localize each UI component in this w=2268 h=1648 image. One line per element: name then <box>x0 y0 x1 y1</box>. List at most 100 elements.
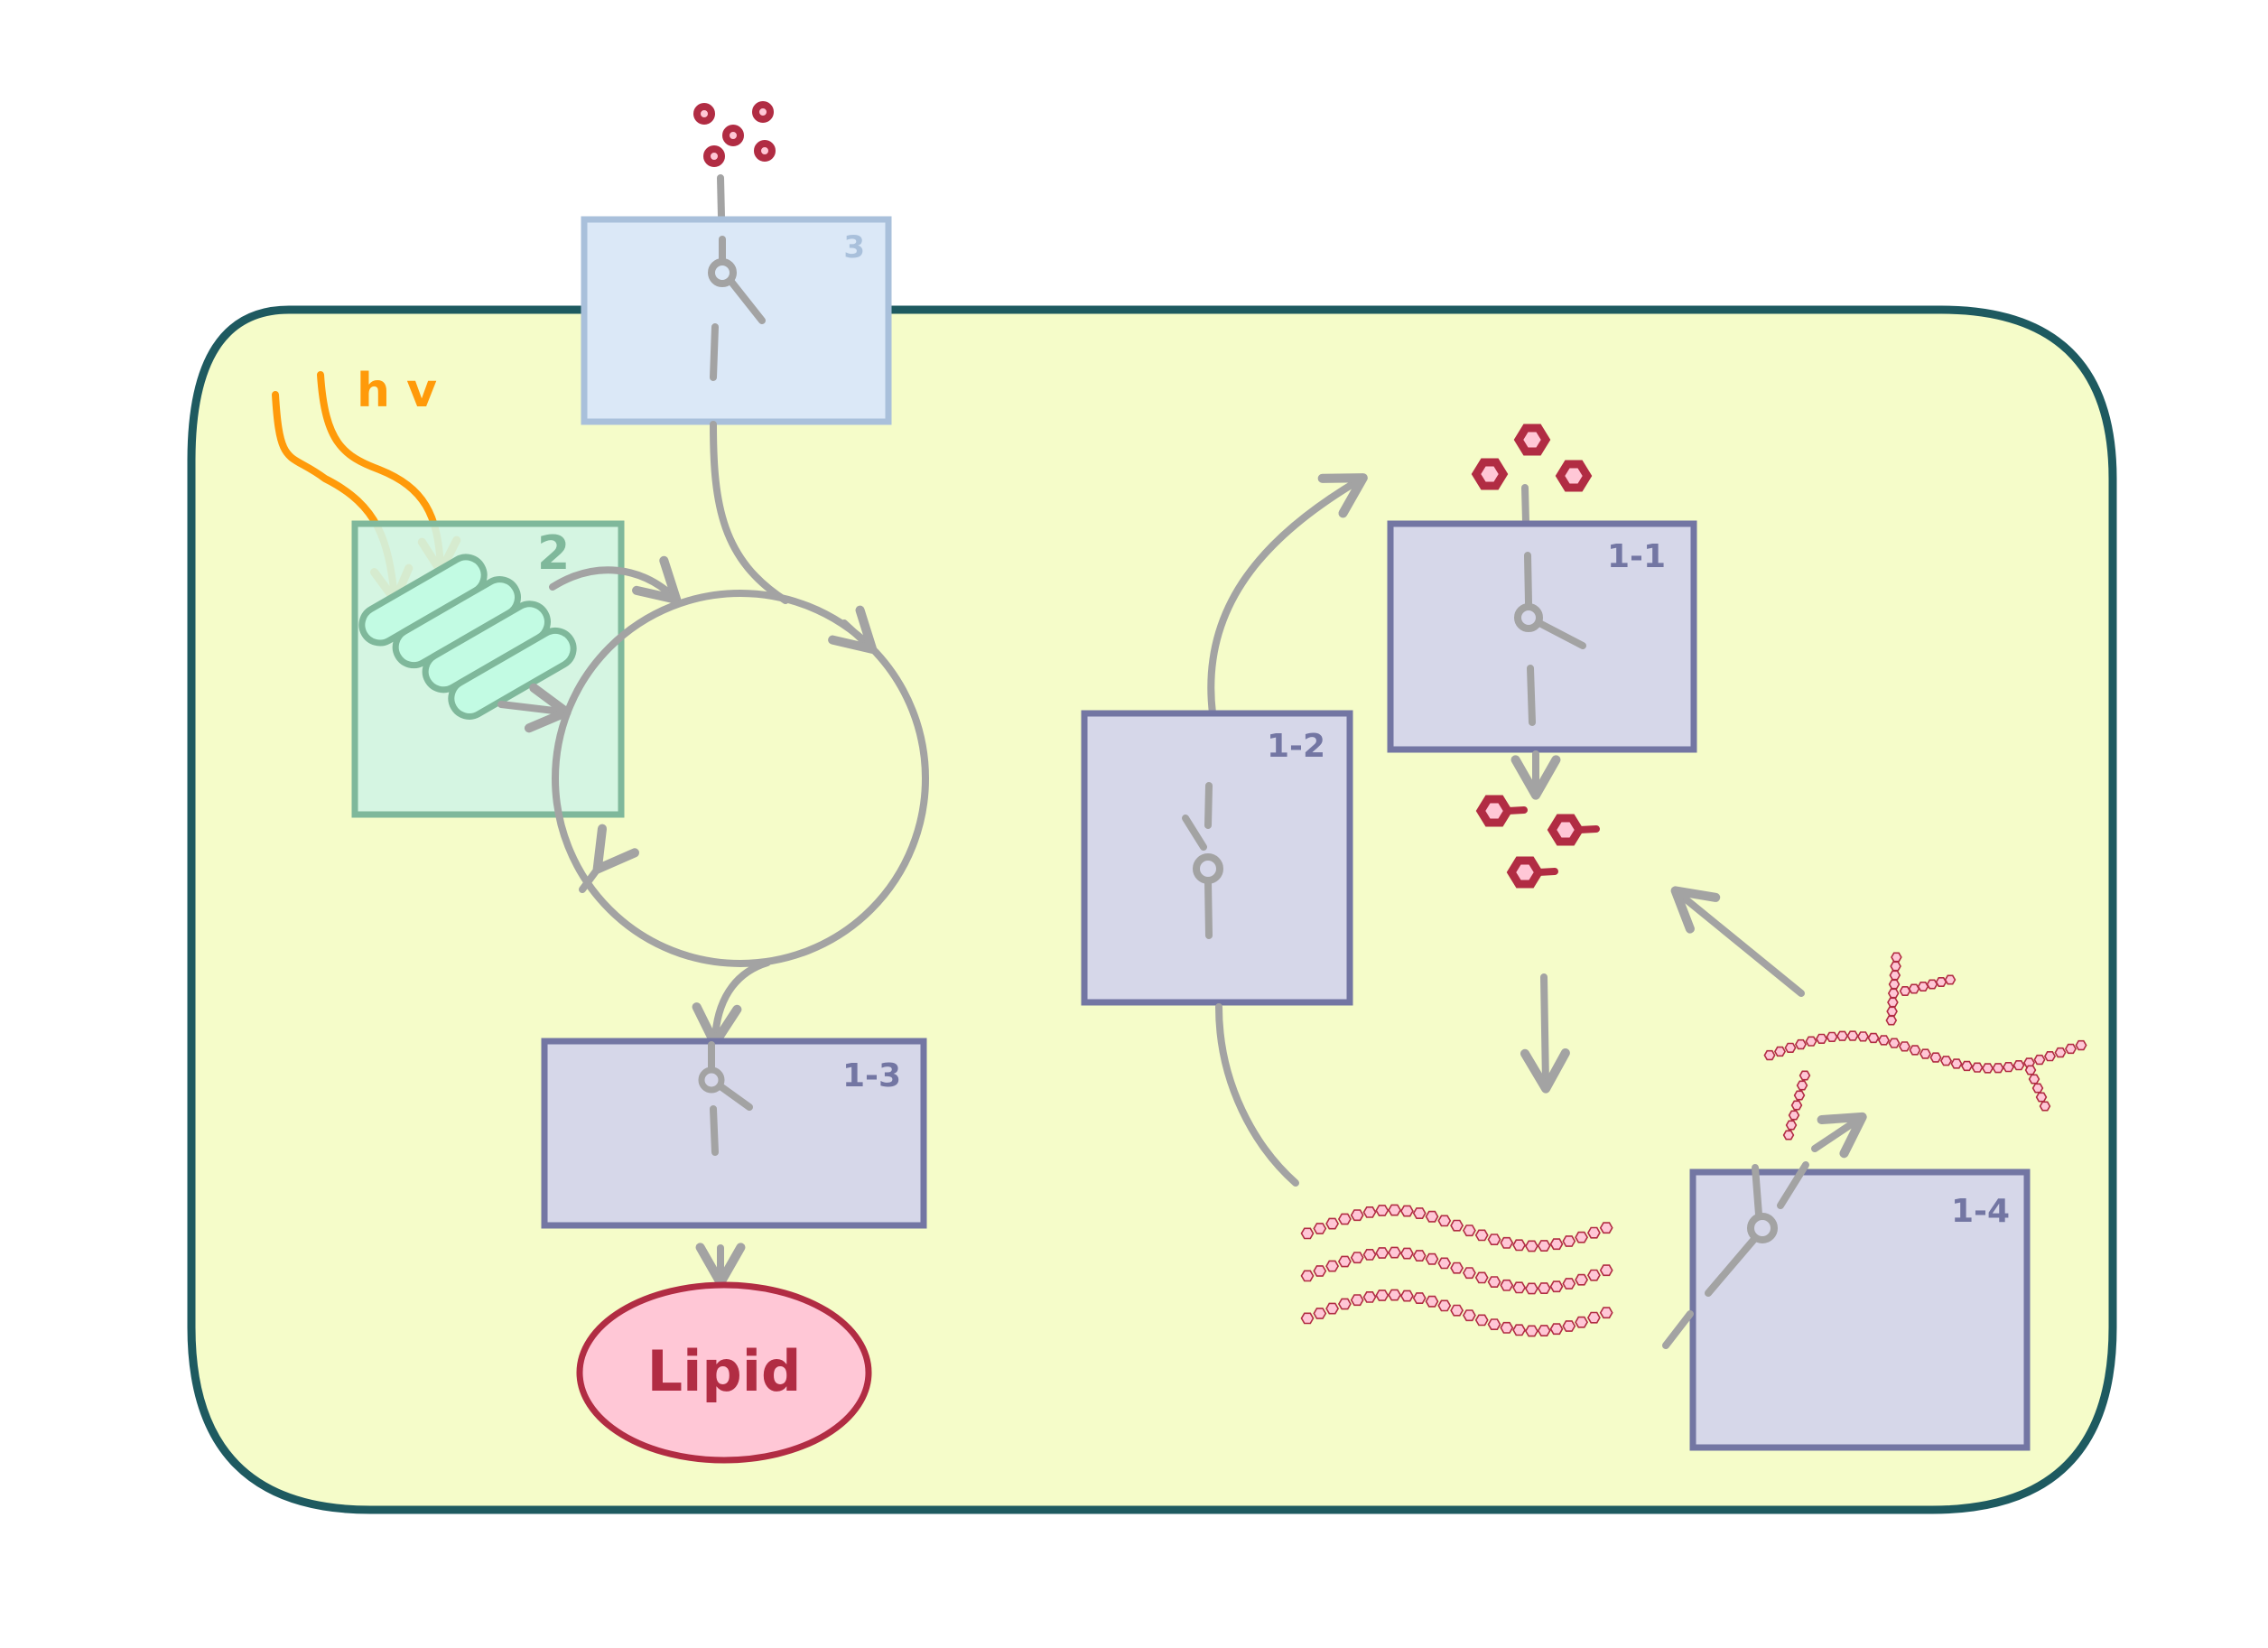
monomer-unit <box>1325 1302 1340 1315</box>
monomer-unit <box>1836 1030 1849 1041</box>
monomer-unit <box>1889 970 1901 981</box>
monomer-unit <box>1773 1046 1787 1057</box>
monomer-unit <box>2064 1043 2077 1055</box>
monomer-unit <box>1537 1240 1551 1252</box>
monomer-unit <box>1350 1294 1364 1307</box>
lipid-product[interactable]: Lipid <box>576 1281 872 1464</box>
monomer-unit <box>1524 1240 1538 1252</box>
monomer-unit <box>1537 1325 1551 1336</box>
monomer-unit <box>1450 1304 1464 1317</box>
monomer-unit <box>1462 1267 1476 1280</box>
photosystem-to-cycle-arrow <box>549 555 682 604</box>
monomer-unit <box>1960 1060 1974 1072</box>
switch-icon <box>1182 782 1223 939</box>
monomer-unit <box>1437 1257 1452 1270</box>
monomer-unit <box>2031 1083 2044 1094</box>
monomer-unit <box>1886 1006 1898 1017</box>
monomer-unit <box>1350 1209 1364 1222</box>
transport-to-cycle-arrow <box>710 421 789 604</box>
enzyme-1-1-inlet-line <box>1521 484 1529 526</box>
monomer-unit <box>1888 1038 1901 1048</box>
module-1-2-label: 1-2 <box>1267 728 1325 765</box>
monomer-unit <box>1796 1080 1808 1091</box>
monomer-unit <box>1890 961 1901 972</box>
degradation-arrow <box>1670 886 1805 997</box>
module-1-3[interactable]: 1-3 <box>541 1038 927 1229</box>
linear-polymer-chains <box>1300 1204 1613 1337</box>
monomer-unit <box>1325 1260 1340 1272</box>
monomer-unit <box>1929 1052 1942 1063</box>
monomer-unit <box>2039 1101 2051 1112</box>
module-1-4-label: 1-4 <box>1951 1193 2010 1230</box>
monomer-unit <box>1388 1289 1402 1301</box>
monomer-unit <box>1586 1226 1601 1239</box>
monomer-unit <box>1388 1204 1402 1216</box>
monomer-unit <box>1782 1130 1795 1141</box>
monomer-unit <box>1450 1262 1464 1274</box>
monomer-unit <box>1500 1236 1514 1249</box>
monomer-unit <box>2002 1062 2015 1073</box>
module-1-3-label: 1-3 <box>842 1057 901 1094</box>
module-3[interactable]: 3 <box>581 216 892 425</box>
monomer-unit <box>1325 1217 1340 1230</box>
monomer-unit <box>1399 1205 1414 1217</box>
monomer-unit <box>1805 1036 1817 1047</box>
monomer-unit <box>1300 1270 1315 1282</box>
monomer-unit <box>1487 1234 1501 1245</box>
monomer-unit <box>1826 1031 1838 1042</box>
monomer-unit <box>1375 1290 1390 1301</box>
monomer-unit <box>1856 1031 1870 1042</box>
monomer-unit <box>1425 1295 1439 1308</box>
branched-polymer-chain <box>1763 952 2087 1141</box>
monomer-unit <box>1362 1291 1377 1303</box>
tailed-hexagon-molecules <box>1475 795 1600 889</box>
cycle-to-enzyme-arrow <box>692 959 771 1048</box>
monomer-unit <box>1909 1045 1921 1056</box>
monomer-unit <box>1512 1239 1527 1252</box>
monomer-unit <box>1437 1299 1452 1312</box>
monomer-unit <box>1790 1100 1803 1111</box>
monomer-unit <box>1815 1033 1828 1044</box>
monomer-unit <box>1888 979 1901 990</box>
module-1-1[interactable]: 1-1 <box>1387 520 1697 753</box>
monomer-unit <box>1785 1120 1798 1131</box>
monomer-unit <box>1337 1213 1352 1225</box>
monomer-unit <box>1313 1223 1327 1234</box>
monomer-unit <box>1412 1250 1427 1262</box>
light-label: h v <box>357 364 437 418</box>
module-1-4[interactable]: 1-4 <box>1689 1161 2031 1451</box>
monomer-unit <box>1794 1038 1808 1050</box>
monomer-unit <box>1549 1323 1564 1336</box>
monomer-unit <box>1917 982 1929 992</box>
monomer-unit <box>1300 1312 1315 1325</box>
monomer-unit <box>1412 1207 1427 1219</box>
monomer-unit <box>1887 988 1900 999</box>
polymerization-arrow <box>1520 973 1570 1094</box>
monomer-unit <box>1437 1215 1452 1227</box>
monomer-unit <box>1362 1249 1377 1261</box>
monomer-unit <box>1549 1238 1564 1251</box>
monomer-unit <box>2043 1051 2057 1062</box>
monomer-unit <box>1575 1316 1589 1328</box>
module-1-2[interactable]: 1-2 <box>1081 710 1353 1006</box>
monomer-unit <box>1500 1321 1514 1334</box>
hexagon-molecules <box>1471 424 1593 492</box>
monomer-unit <box>1981 1063 1994 1074</box>
monomer-unit <box>1549 1280 1564 1293</box>
monomer-unit <box>1462 1224 1476 1237</box>
module-2[interactable]: 2 <box>351 520 625 818</box>
monomer-unit <box>1575 1273 1589 1286</box>
monomer-unit <box>1950 1058 1963 1069</box>
monomer-unit <box>2035 1092 2048 1103</box>
monomer-unit <box>2033 1054 2046 1066</box>
switch-icon <box>698 1041 753 1156</box>
chains-to-enzyme-1-2-line <box>1215 1003 1299 1187</box>
monomer-unit <box>1891 952 1902 963</box>
monomer-unit <box>1487 1318 1501 1330</box>
switch-icon <box>1514 552 1586 726</box>
monomer-unit <box>1512 1281 1527 1294</box>
monomer-unit <box>1793 1090 1806 1101</box>
monomer-unit <box>1537 1282 1551 1294</box>
